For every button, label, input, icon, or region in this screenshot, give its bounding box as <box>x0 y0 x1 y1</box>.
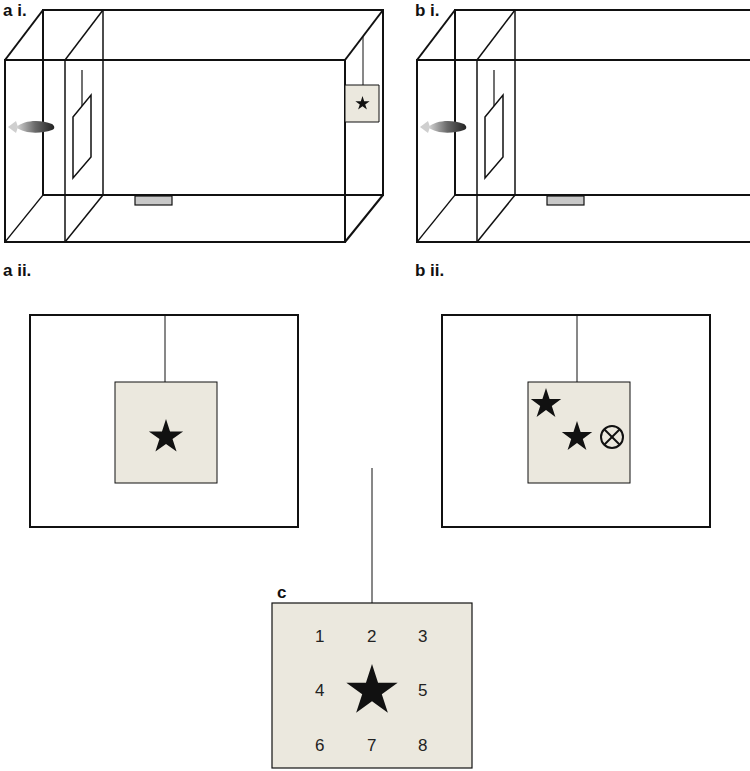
position-number: 7 <box>367 737 376 754</box>
panel-label: a ii. <box>3 262 31 279</box>
position-number: 2 <box>367 628 376 645</box>
position-number: 8 <box>418 737 427 754</box>
panel-label: c <box>277 584 286 601</box>
stimulus-card: 1 2 3 4 5 6 7 8 <box>272 603 472 768</box>
panel-label: a i. <box>3 2 27 19</box>
panel-label: b i. <box>415 2 440 19</box>
position-number: 3 <box>418 628 427 645</box>
position-number: 5 <box>418 682 427 699</box>
position-number: 1 <box>315 628 324 645</box>
position-number: 4 <box>315 682 324 699</box>
panel-label: b ii. <box>415 262 444 279</box>
position-number: 6 <box>315 737 324 754</box>
